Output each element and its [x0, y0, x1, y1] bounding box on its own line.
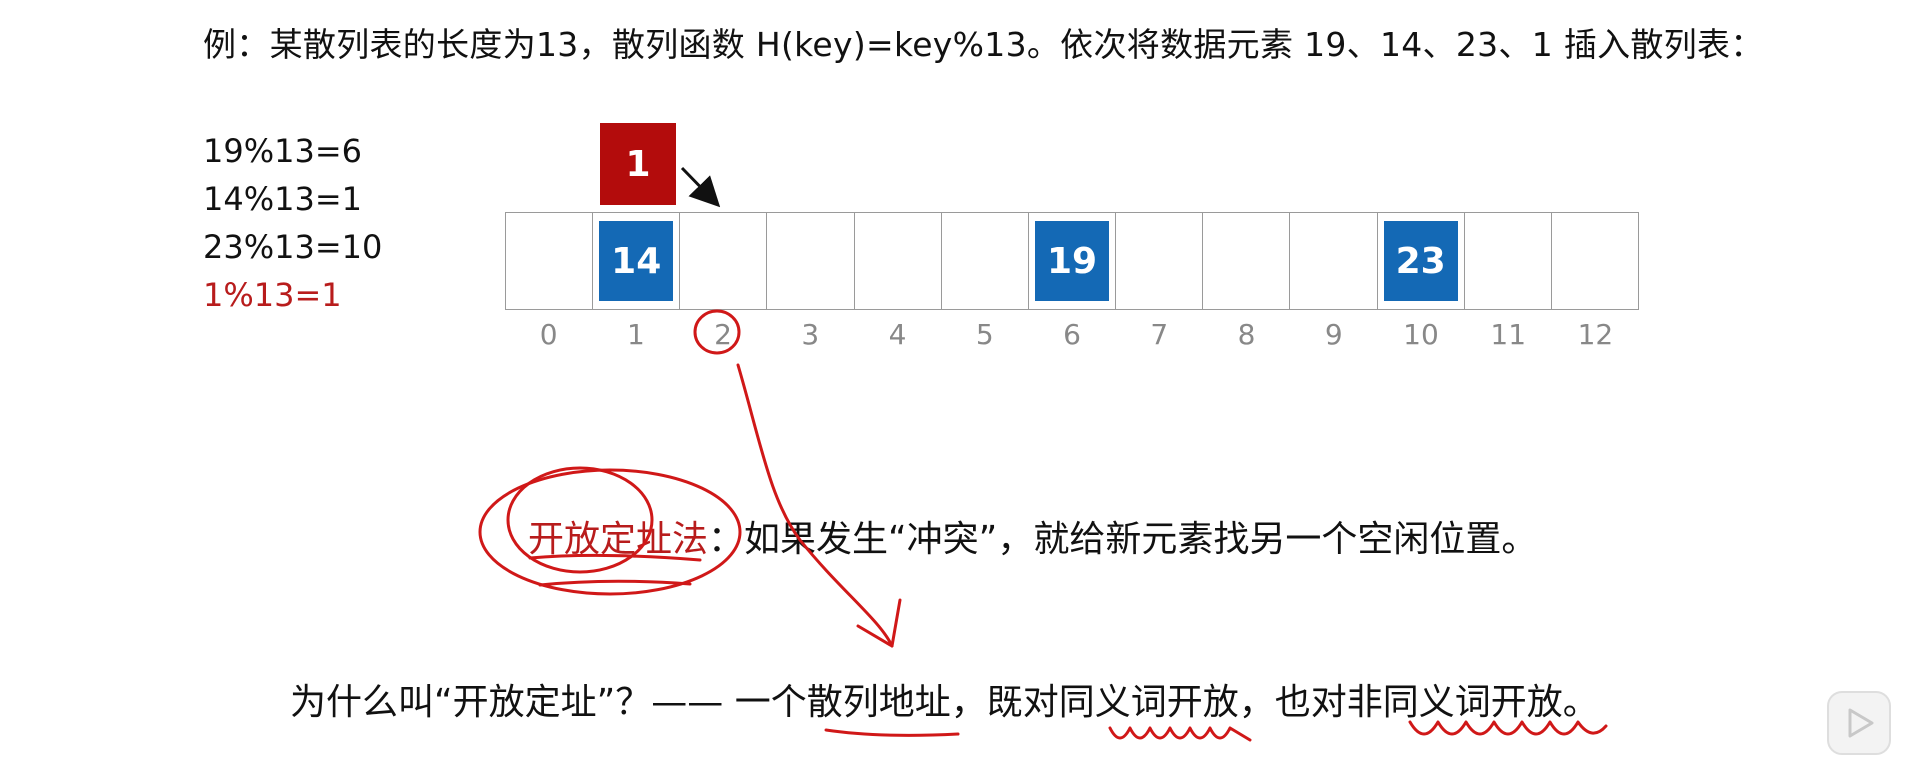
- hash-cell-7: [1116, 213, 1204, 309]
- curved-arrow-head: [856, 598, 902, 648]
- handwritten-annotations: [478, 309, 1608, 742]
- index-label: 10: [1403, 318, 1439, 351]
- hash-cell-3: [767, 213, 855, 309]
- method-description: ：如果发生“冲突”，就给新元素找另一个空闲位置。: [708, 519, 1538, 560]
- method-term: 开放定址法: [528, 519, 709, 560]
- calc-line-4-conflict: 1%13=1: [203, 276, 342, 314]
- index-label: 8: [1237, 318, 1256, 351]
- index-label: 7: [1150, 318, 1169, 351]
- hash-cell-6: 19: [1029, 213, 1117, 309]
- index-label: 0: [539, 318, 558, 351]
- underline-hash-address: [824, 728, 960, 737]
- naming-explanation: 为什么叫“开放定址”？—— 一个散列地址，既对同义词开放，也对非同义词开放。: [290, 682, 1599, 723]
- calc-line-1: 19%13=6: [203, 132, 363, 170]
- term-underline-2: [538, 579, 692, 587]
- new-element-box: 1: [600, 123, 676, 205]
- hash-value-19: 19: [1034, 221, 1110, 301]
- arrow-icon: [680, 166, 721, 208]
- hash-cell-5: [942, 213, 1029, 309]
- hash-value-14: 14: [599, 221, 674, 301]
- hash-value-23: 23: [1383, 221, 1458, 301]
- index-label: 2: [714, 318, 732, 351]
- play-button[interactable]: [1826, 690, 1892, 756]
- index-label: 3: [801, 318, 820, 351]
- index-label: 5: [975, 318, 994, 351]
- index-label: 12: [1577, 318, 1614, 351]
- hash-cell-11: [1465, 213, 1552, 309]
- play-icon: [1827, 691, 1891, 755]
- index-label: 9: [1324, 318, 1343, 351]
- index-label: 1: [626, 318, 645, 351]
- term-circle-inner: [506, 466, 654, 574]
- hash-cell-1: 14: [593, 213, 681, 309]
- hash-table: 14 19 23: [505, 212, 1639, 310]
- problem-title: 例：某散列表的长度为13，散列函数 H(key)=key%13。依次将数据元素 …: [203, 25, 1764, 64]
- calc-line-3: 23%13=10: [203, 228, 383, 266]
- hash-cell-2: [680, 213, 768, 309]
- index-2-circle: [693, 309, 741, 355]
- hash-cell-9: [1290, 213, 1378, 309]
- term-underline-1: [528, 553, 702, 562]
- hash-cell-0: [506, 213, 594, 309]
- index-label: 4: [888, 318, 907, 351]
- index-label: 11: [1490, 318, 1527, 351]
- hash-cell-4: [855, 213, 942, 309]
- hash-cell-8: [1203, 213, 1291, 309]
- open-addressing-definition: 开放定址法：如果发生“冲突”，就给新元素找另一个空闲位置。: [528, 510, 1537, 562]
- hash-cell-10: 23: [1378, 213, 1465, 309]
- term-circle-outer: [478, 468, 742, 596]
- index-label: 6: [1063, 318, 1081, 351]
- calc-line-2: 14%13=1: [203, 180, 363, 218]
- index-row: 0 1 2 3 4 5 6 7 8 9 10 11 12: [505, 318, 1639, 351]
- curved-arrow-path: [736, 363, 894, 648]
- wavy-underline-nonsynonym: [1408, 720, 1608, 736]
- wavy-underline-synonym: [1108, 726, 1252, 742]
